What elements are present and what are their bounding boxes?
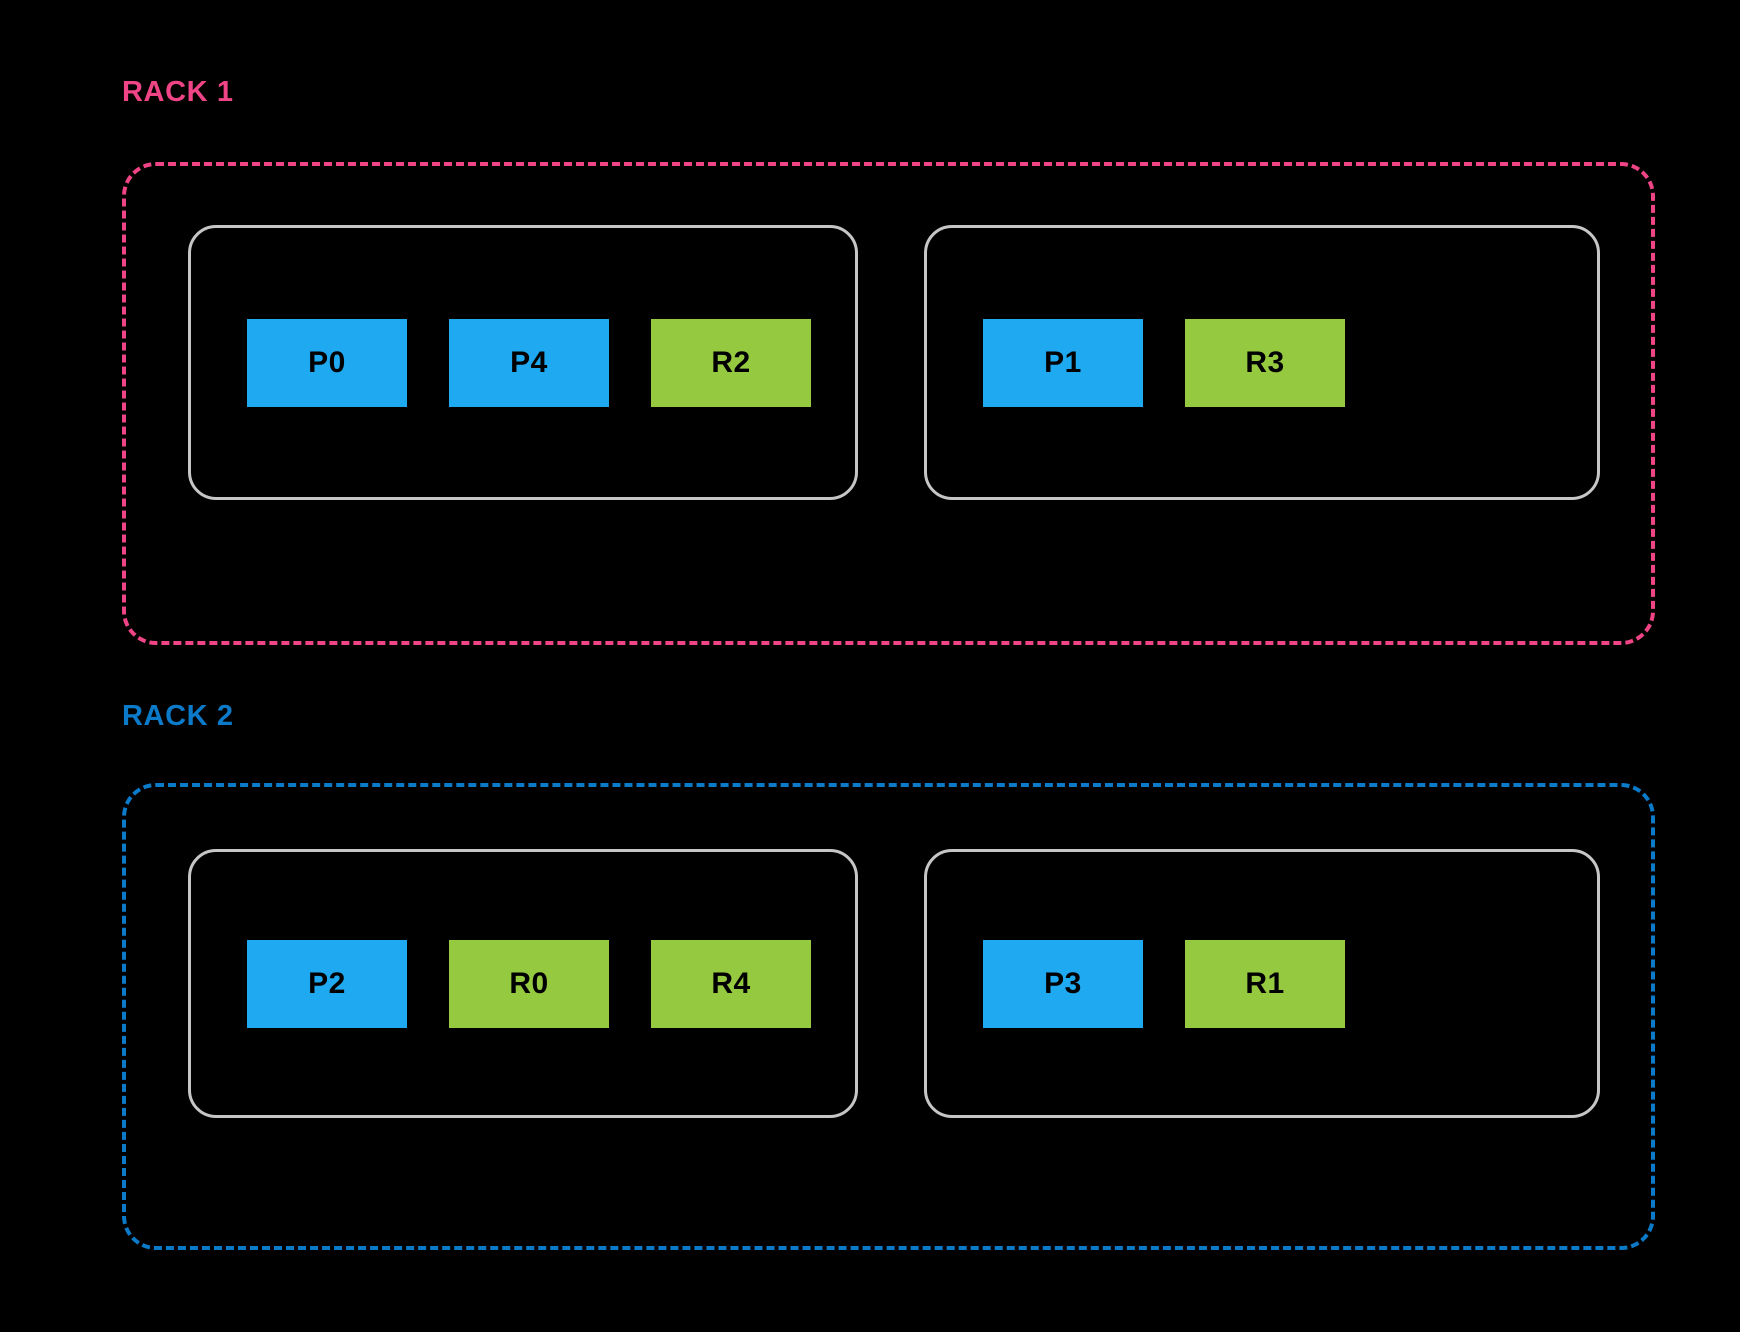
node-box-1: P0 P4 R2: [188, 225, 858, 500]
node-1-slots: P0 P4 R2: [191, 318, 855, 407]
node-box-3: P2 R0 R4: [188, 849, 858, 1118]
chip-r0[interactable]: R0: [449, 939, 609, 1028]
rack-boundary-2: [122, 783, 1655, 1250]
chip-r2[interactable]: R2: [651, 318, 811, 407]
chip-p0[interactable]: P0: [247, 318, 407, 407]
chip-r3[interactable]: R3: [1185, 318, 1345, 407]
node-4-slots: P3 R1: [927, 939, 1597, 1028]
chip-p1[interactable]: P1: [983, 318, 1143, 407]
node-2-slots: P1 R3: [927, 318, 1597, 407]
chip-p3[interactable]: P3: [983, 939, 1143, 1028]
rack-boundary-1: [122, 162, 1655, 645]
chip-r4[interactable]: R4: [651, 939, 811, 1028]
chip-p4[interactable]: P4: [449, 318, 609, 407]
chip-p2[interactable]: P2: [247, 939, 407, 1028]
rack-label-2: RACK 2: [122, 700, 234, 732]
node-box-4: P3 R1: [924, 849, 1600, 1118]
node-box-2: P1 R3: [924, 225, 1600, 500]
rack-label-1: RACK 1: [122, 76, 234, 108]
chip-r1[interactable]: R1: [1185, 939, 1345, 1028]
node-3-slots: P2 R0 R4: [191, 939, 855, 1028]
